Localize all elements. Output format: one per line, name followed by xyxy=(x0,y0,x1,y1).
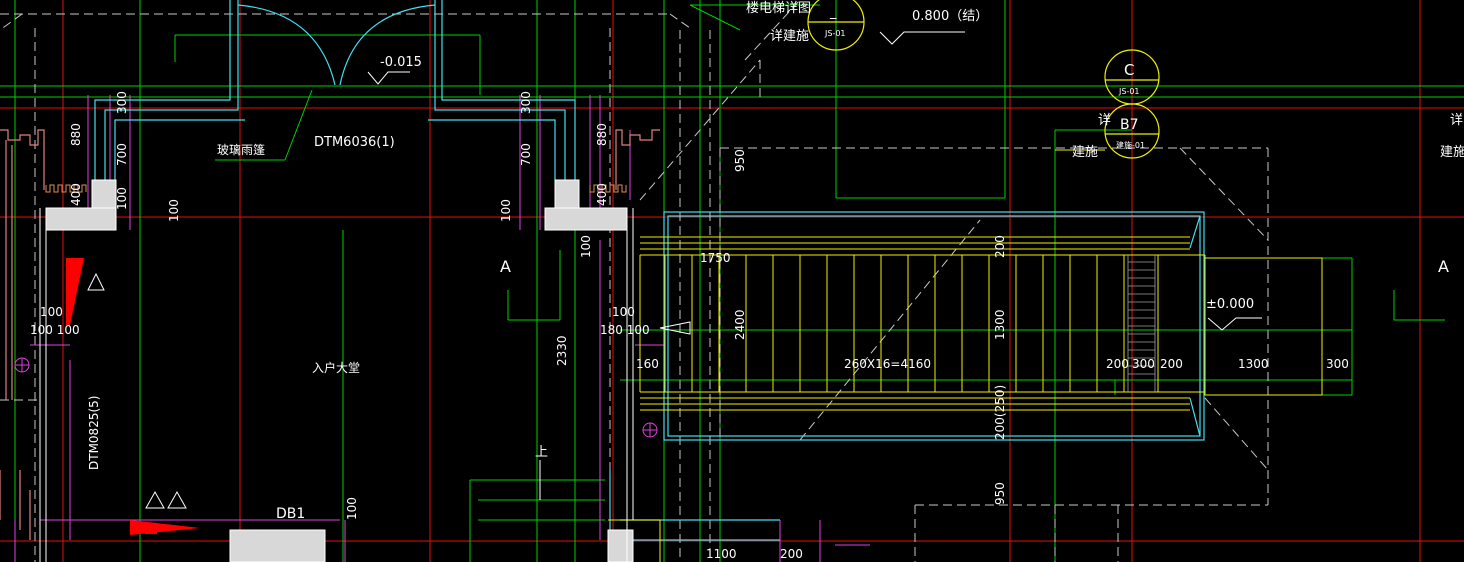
bubble-top-sheet: JS-01 xyxy=(824,29,846,38)
dim-100-left-stack: 100 xyxy=(40,305,63,319)
tag-right-arch: 建施 xyxy=(1440,145,1464,160)
dim-100-100-left: 100 100 xyxy=(30,323,80,337)
dim-100-right: 100 xyxy=(499,199,513,222)
see-arch-label: 详建施 xyxy=(770,29,809,44)
section-bubbles xyxy=(807,0,1160,159)
dim-100-right-stack: 100 xyxy=(612,305,635,319)
elev-top-label: 0.800（结） xyxy=(912,9,988,24)
dim-tread-calc: 260X16=4160 xyxy=(844,357,931,371)
elev-door-label: -0.015 xyxy=(380,55,422,70)
window-left-label: DTM0825(5) xyxy=(87,396,101,470)
elev-zero-label: ±0.000 xyxy=(1206,297,1254,312)
bubble-top-letter: _ xyxy=(829,5,837,20)
dim-1750: 1750 xyxy=(700,251,731,265)
bubble-c-sheet: JS-01 xyxy=(1118,87,1140,96)
dim-2330: 2330 xyxy=(555,335,569,366)
wall-outlines xyxy=(39,208,634,562)
warning-triangles xyxy=(87,272,187,509)
gutter-teeth xyxy=(45,184,627,193)
arch-word-label: 建施 xyxy=(1072,145,1098,160)
dim-400-left: 400 xyxy=(69,183,83,206)
dim-1300-v: 1300 xyxy=(993,309,1007,340)
stair-hatch xyxy=(1127,255,1156,392)
dashed-hidden-lines xyxy=(0,0,1269,562)
dimension-texts: 880 300 700 400 100 100 880 300 700 400 … xyxy=(30,91,1349,561)
dim-160: 160 xyxy=(636,357,659,371)
bubble-b7-letter: B7 xyxy=(1120,117,1139,133)
dim-700-left: 700 xyxy=(115,143,129,166)
tag-right-see: 详 xyxy=(1450,113,1463,128)
dim-880-right: 880 xyxy=(595,123,609,146)
dim-100-right-b: 100 xyxy=(579,235,593,258)
dim-2400: 2400 xyxy=(733,309,747,340)
bubble-c-letter: C xyxy=(1124,61,1134,79)
dim-200-bot-v: 200(250) xyxy=(993,385,1007,440)
dim-300-c: 300 xyxy=(1326,357,1349,371)
dim-1100: 1100 xyxy=(706,547,737,561)
door-type-label: DTM6036(1) xyxy=(314,135,395,150)
red-section-fills xyxy=(66,258,200,535)
dim-1300-h: 1300 xyxy=(1238,357,1269,371)
text-labels: 楼电梯详图 详建施 0.800（结） -0.015 DTM6036(1) 玻璃雨… xyxy=(87,1,1464,522)
dim-200-a: 200 xyxy=(1106,357,1129,371)
bubble-b7-sheet: 建施-01 xyxy=(1116,140,1145,150)
dim-950-top: 950 xyxy=(733,149,747,172)
dim-400-right: 400 xyxy=(595,183,609,206)
dim-200-top-v: 200 xyxy=(993,235,1007,258)
see-word-label: 详 xyxy=(1098,113,1111,128)
dim-300-left: 300 xyxy=(115,91,129,114)
parapet-profiles xyxy=(0,129,660,540)
dim-880-left: 880 xyxy=(69,123,83,146)
dim-100-db1: 100 xyxy=(345,497,359,520)
dim-100-left-a: 100 xyxy=(115,187,129,210)
db1-label: DB1 xyxy=(276,506,305,522)
hall-name-label: 入户大堂 xyxy=(312,360,360,375)
stair-detail-label: 楼电梯详图 xyxy=(746,1,811,16)
wall-blocks xyxy=(45,179,634,562)
small-markers xyxy=(14,357,658,438)
dim-700-right: 700 xyxy=(519,143,533,166)
dim-200-b: 200 xyxy=(1160,357,1183,371)
arrow-marker xyxy=(659,321,691,335)
stair-plan xyxy=(608,236,1323,562)
dim-100-left-b: 100 xyxy=(167,199,181,222)
dim-180-100-right: 180 100 xyxy=(600,323,650,337)
section-a-left: A xyxy=(500,257,511,276)
glass-canopy-label: 玻璃雨篷 xyxy=(217,142,265,157)
up-arrow-text: 上 xyxy=(535,445,548,460)
section-a-right: A xyxy=(1438,257,1449,276)
dim-950-bottom: 950 xyxy=(993,482,1007,505)
dim-300-right: 300 xyxy=(519,91,533,114)
dim-300-b: 300 xyxy=(1132,357,1155,371)
leader-lines xyxy=(1055,149,1105,151)
elevation-triangles xyxy=(367,31,1262,331)
dim-200-bottom: 200 xyxy=(780,547,803,561)
cyan-wall-outlines xyxy=(94,0,1205,562)
